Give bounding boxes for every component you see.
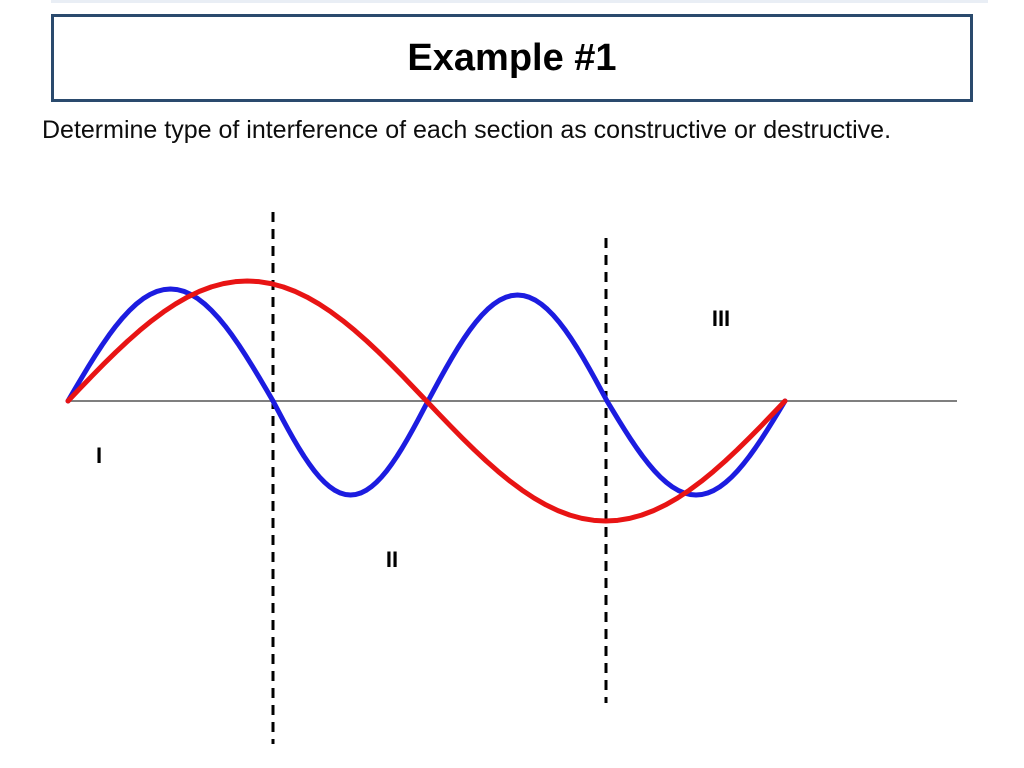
- title-box: Example #1: [51, 14, 973, 102]
- section-label-iii: III: [711, 306, 731, 331]
- section-label-i: I: [95, 443, 103, 468]
- section-label-ii: II: [385, 547, 399, 572]
- blue-wave: [65, 286, 788, 498]
- instruction-text: Determine type of interference of each s…: [42, 116, 892, 144]
- red-wave: [65, 278, 788, 524]
- slide-top-edge: [51, 0, 988, 3]
- slide-title: Example #1: [407, 36, 617, 79]
